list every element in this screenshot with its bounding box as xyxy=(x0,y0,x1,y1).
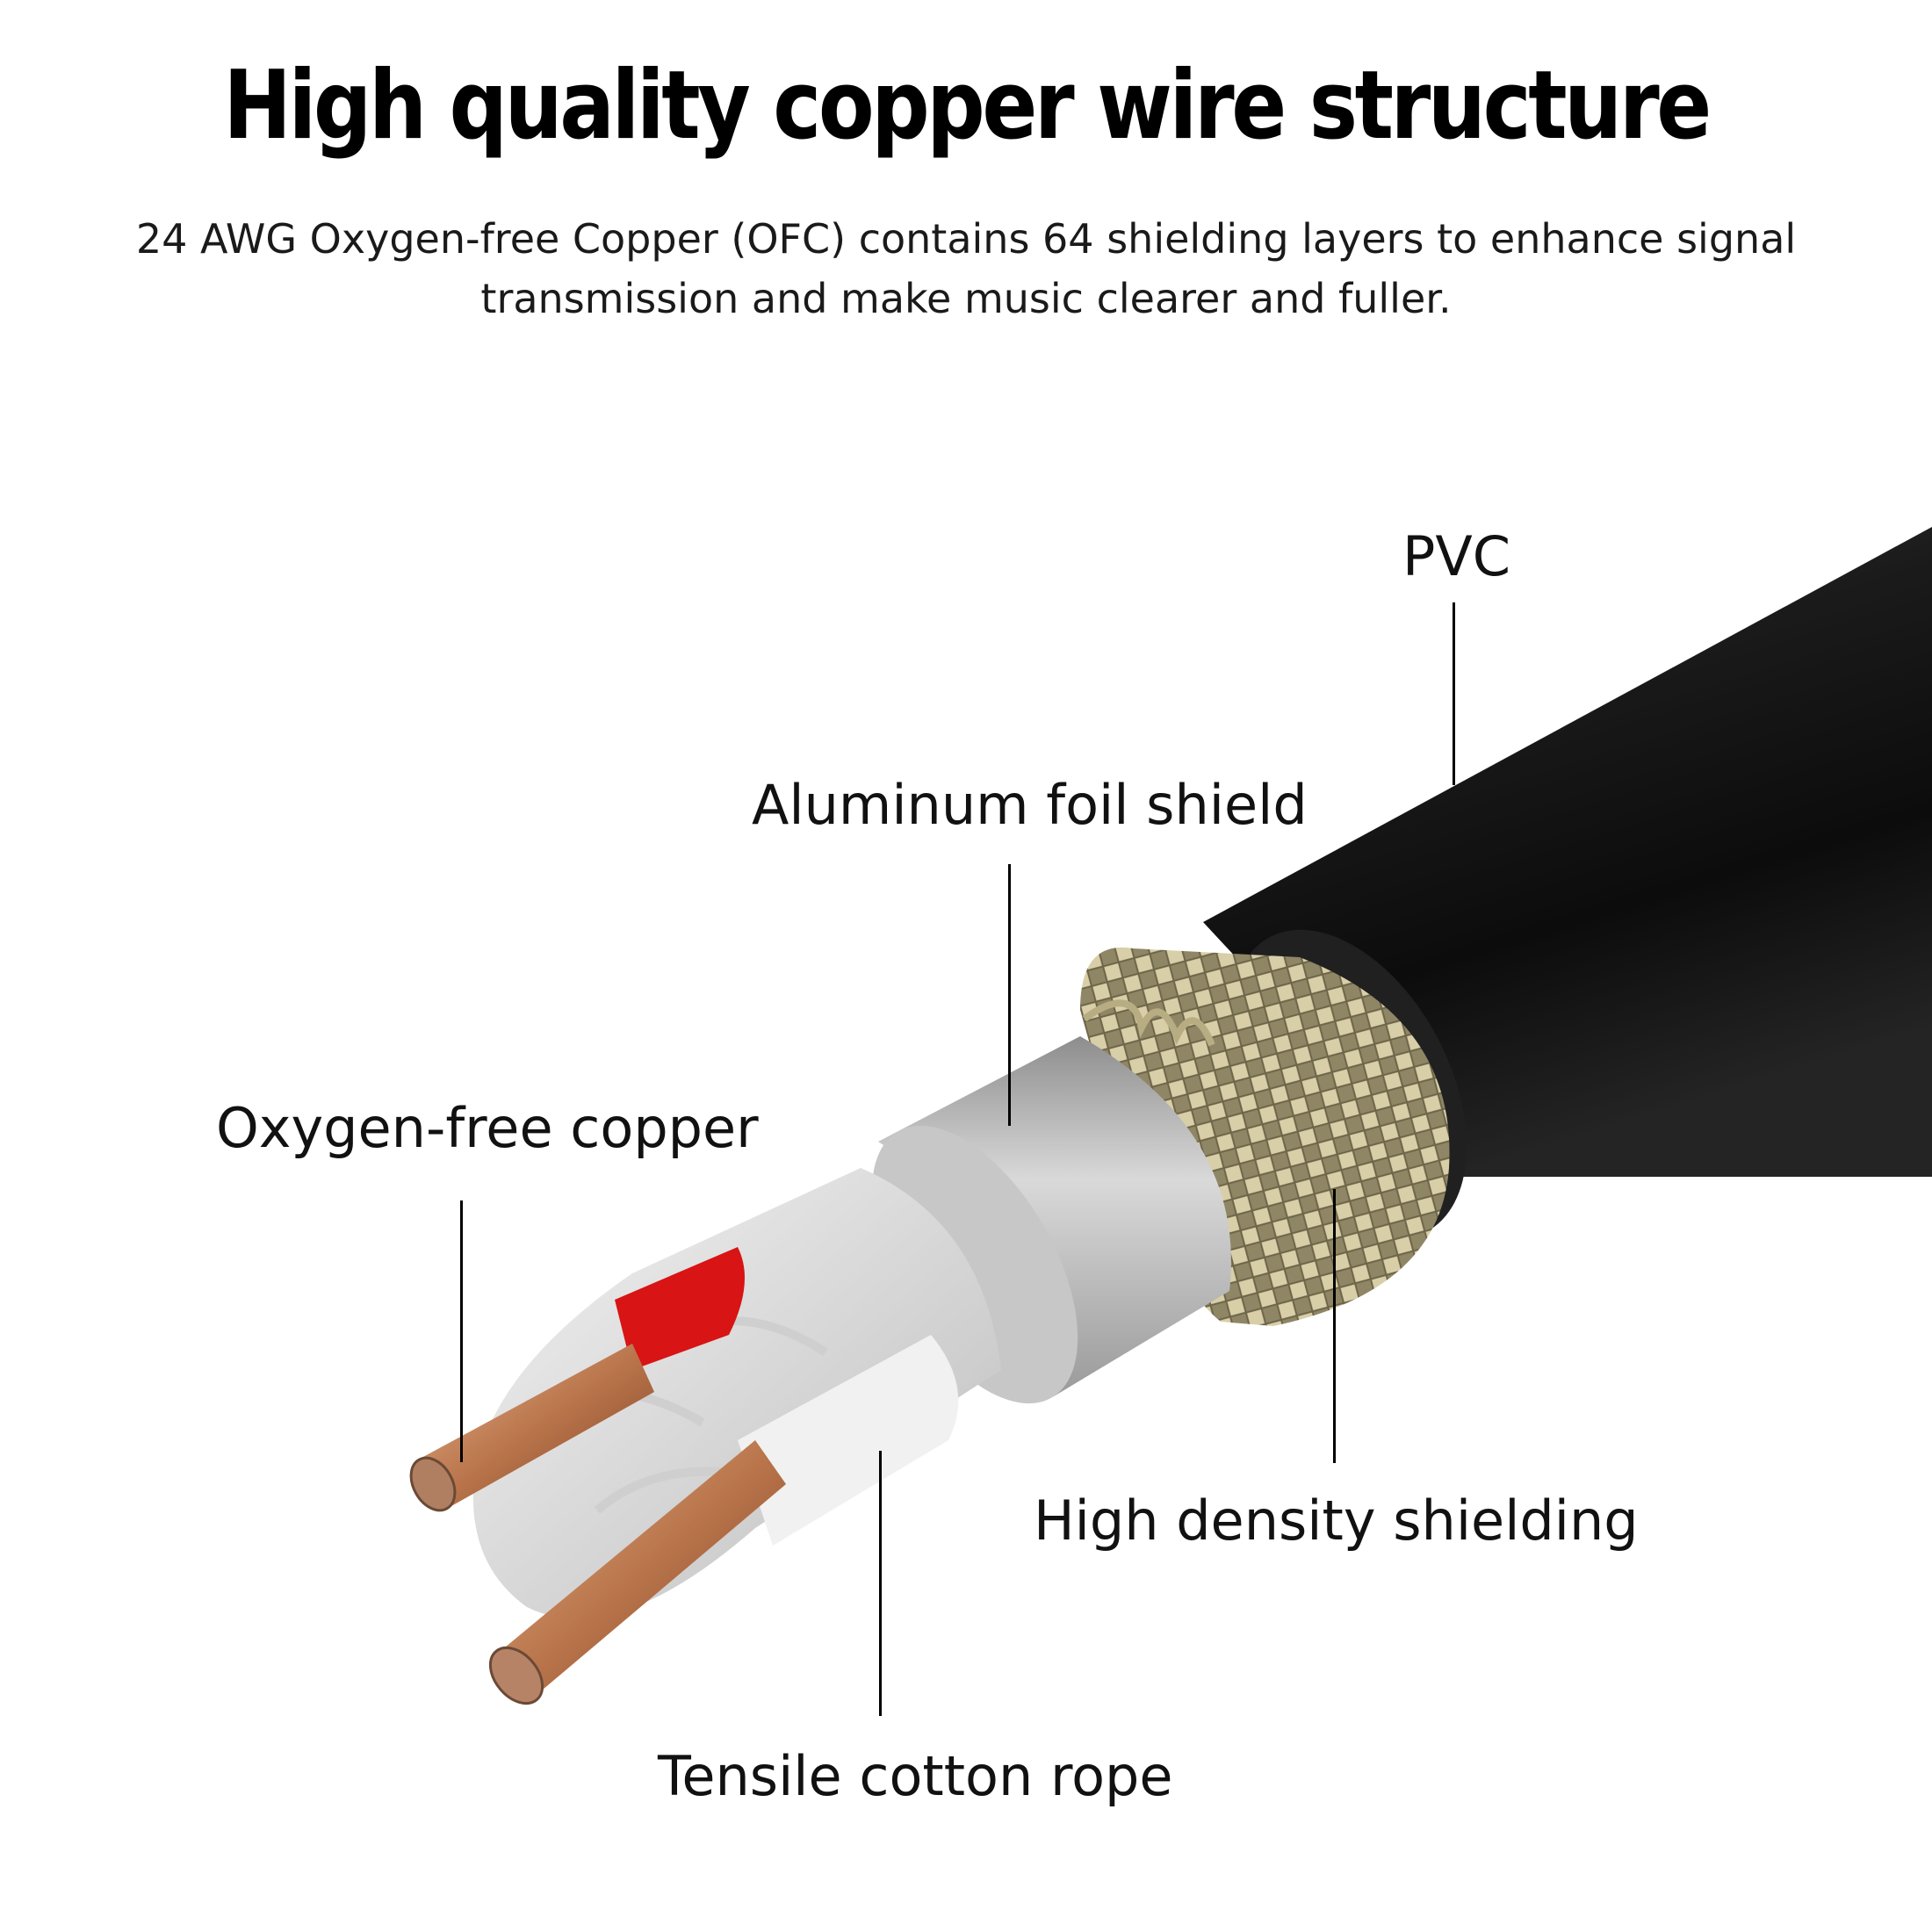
foil-leader-line xyxy=(1008,864,1011,1126)
copper-leader-line xyxy=(460,1200,463,1462)
copper-conductor-2 xyxy=(501,1440,786,1699)
shielding-leader-line xyxy=(1333,1189,1336,1463)
page-title: High quality copper wire structure xyxy=(223,51,1712,161)
label-pvc: PVC xyxy=(1402,524,1511,588)
label-high-density-shielding: High density shielding xyxy=(1034,1489,1639,1553)
foil-shield xyxy=(878,1036,1231,1396)
rope-leader-line xyxy=(879,1451,882,1716)
white-insulation xyxy=(738,1335,959,1546)
label-oxygen-free-copper: Oxygen-free copper xyxy=(216,1096,759,1160)
page-subtitle: 24 AWG Oxygen-free Copper (OFC) contains… xyxy=(135,215,1797,322)
label-aluminum-foil-shield: Aluminum foil shield xyxy=(752,773,1308,837)
red-insulation xyxy=(615,1247,745,1370)
copper-conductor-1 xyxy=(422,1344,654,1510)
pvc-leader-line xyxy=(1453,602,1455,785)
label-tensile-cotton-rope: Tensile cotton rope xyxy=(658,1744,1173,1808)
